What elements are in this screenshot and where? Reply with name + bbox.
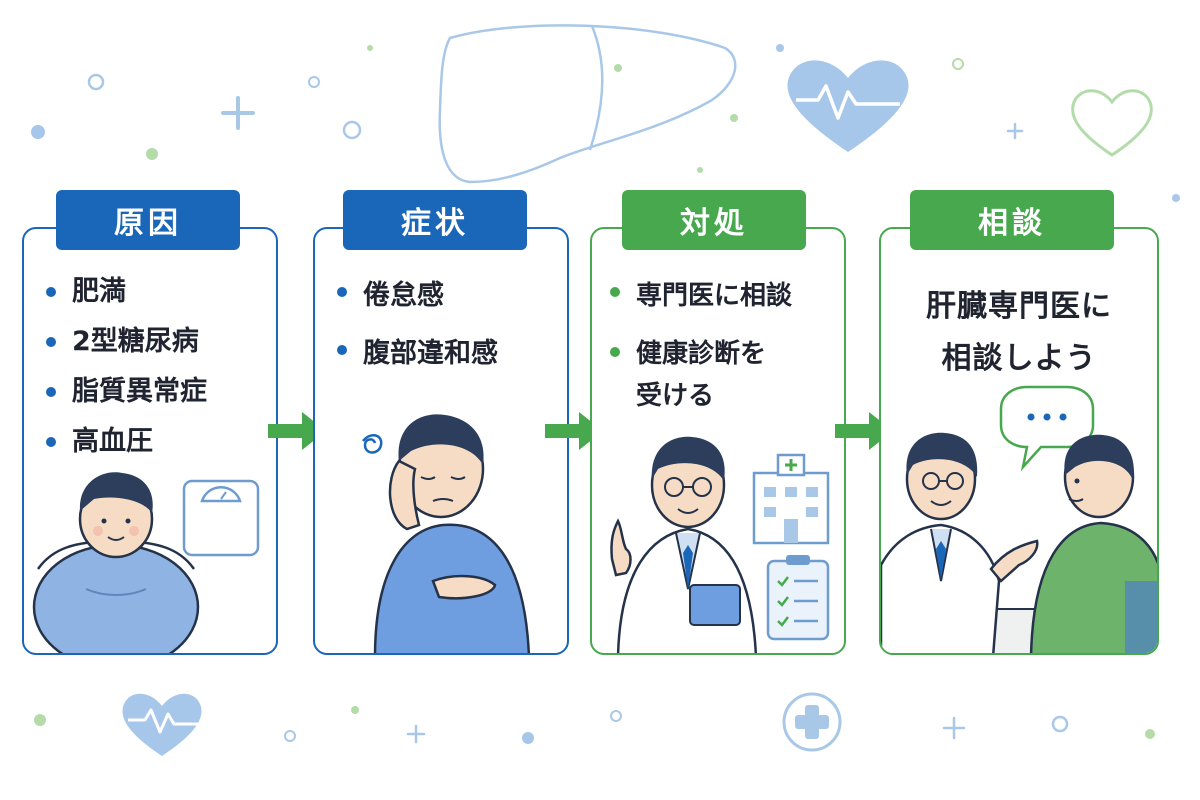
medical-cross-icon [221,96,255,130]
liver-outline-icon [438,24,737,184]
list-item: 腹部違和感 [337,325,498,383]
step-card-action: 専門医に相談 健康診断を受ける [590,227,846,655]
step-title-action: 対処 [622,190,806,250]
dizzy-icon [362,433,383,454]
list-item: 肥満 [46,267,207,317]
step-card-cause: 肥満 2型糖尿病 脂質異常症 高血圧 [22,227,278,655]
arrow-right-icon [545,412,603,450]
scale-icon [182,479,260,557]
medical-cross-icon [1006,122,1024,140]
list-item: 高血圧 [46,417,207,467]
speech-bubble-icon [999,385,1095,472]
step-title-consult: 相談 [910,190,1114,250]
heart-outline-icon [1071,89,1153,157]
consult-message-line-1: 肝臓専門医に [926,289,1112,324]
step-title-cause: 原因 [56,190,240,250]
step-title-symptoms: 症状 [343,190,527,250]
decorative-dots [31,44,1180,744]
medical-cross-icon [782,692,842,752]
consult-message-line-2: 相談しよう [941,341,1097,376]
consultation-illustration [881,385,1157,653]
heart-pulse-icon [787,60,909,152]
action-list: 専門医に相談 健康診断を受ける [610,267,792,417]
symptom-list: 倦怠感 腹部違和感 [337,267,498,383]
medical-cross-icon [406,724,426,744]
list-item: 倦怠感 [337,267,498,325]
hospital-icon [752,453,830,545]
tired-man-illustration [362,414,531,653]
list-item: 2型糖尿病 [46,317,207,367]
list-item: 健康診断を受ける [610,325,786,417]
medical-cross-icon [942,716,966,740]
doctor-illustration [610,436,830,653]
list-item: 専門医に相談 [610,267,792,325]
overweight-man-illustration [32,472,260,653]
step-card-consult: 肝臓専門医に 相談しよう [879,227,1159,655]
heart-pulse-icon [122,693,202,756]
step-card-symptoms: 倦怠感 腹部違和感 [313,227,569,655]
checklist-icon [766,555,830,641]
cause-list: 肥満 2型糖尿病 脂質異常症 高血圧 [46,267,207,467]
list-item: 脂質異常症 [46,367,207,417]
consult-message: 肝臓専門医に 相談しよう [881,281,1157,385]
arrow-right-icon [835,412,893,450]
arrow-right-icon [268,412,326,450]
